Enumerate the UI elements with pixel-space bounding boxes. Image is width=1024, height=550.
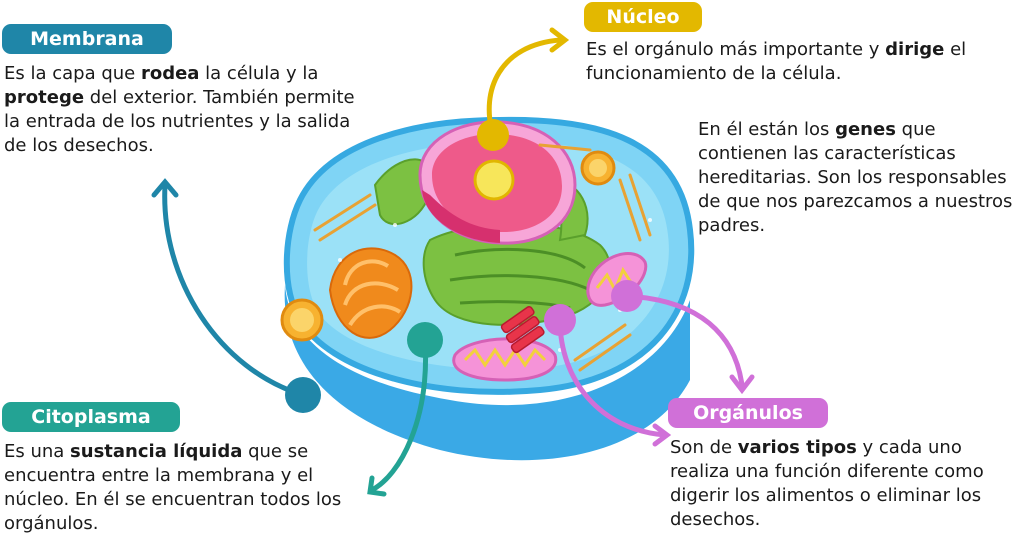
nucleus <box>418 120 577 245</box>
nucleo-description: Es el orgánulo más importante y dirige e… <box>586 39 967 84</box>
organulos-badge: Orgánulos <box>668 398 828 428</box>
nucleo-badge: Núcleo <box>584 2 702 32</box>
connector-citoplasma <box>367 322 443 497</box>
golgi-apparatus <box>328 247 413 339</box>
organulos-description: Son de varios tipos y cada uno realiza u… <box>670 437 984 530</box>
nucleolus <box>473 159 515 201</box>
membrana-badge: Membrana <box>2 24 172 54</box>
cytoskeleton <box>313 143 652 372</box>
citoplasma-description: Es una sustancia líquida que se encuentr… <box>4 441 342 534</box>
connector-organulos <box>544 280 755 447</box>
centrioles <box>500 306 545 354</box>
membrana-description: Es la capa que rodea la célula y la prot… <box>4 63 355 156</box>
citoplasma-badge: Citoplasma <box>2 402 180 432</box>
connector-membrana <box>151 178 321 413</box>
vesicles <box>280 150 616 342</box>
cell-body-side <box>284 285 690 461</box>
connector-nucleo <box>477 27 570 151</box>
nucleo-genes-description: En él están los genes que contienen las … <box>698 119 1013 236</box>
